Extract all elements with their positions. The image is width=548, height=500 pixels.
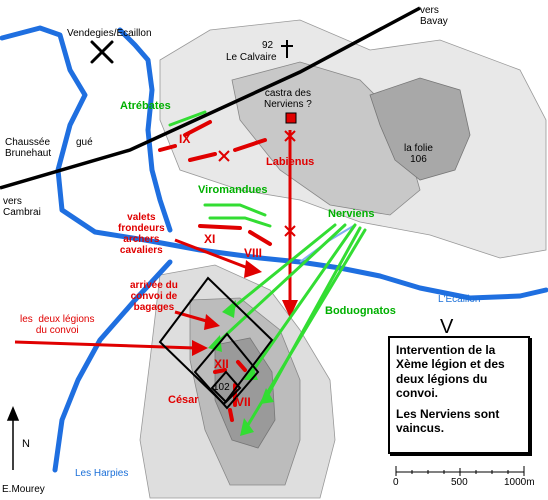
camp-outer — [158, 276, 274, 406]
gaul-arrow-head-1 — [222, 300, 236, 318]
roman-camp — [158, 276, 274, 410]
place-vendegies: Vendegies/Ecaillon — [67, 28, 152, 39]
place-chaussee: Chaussée Brunehaut — [5, 137, 52, 159]
legion-xi-label: XI — [204, 232, 216, 246]
chaussee-brunehaut-road — [0, 6, 421, 190]
scale-end: 1000m — [504, 477, 535, 488]
nerviens-arrow-2 — [213, 223, 347, 347]
nerviens-arrow-1 — [228, 223, 337, 312]
legion-ix-line — [158, 144, 177, 152]
legion-vii-line-2 — [228, 408, 234, 422]
legion-x-line — [188, 152, 217, 162]
legion-xii-line — [213, 368, 227, 374]
legion-ix-line-2 — [183, 120, 212, 137]
place-la-folie: la folie 106 — [404, 143, 433, 165]
legion-vii-label: VII — [236, 395, 251, 409]
place-castra: castra des Nerviens ? — [264, 88, 312, 110]
gaul-arrow-head-4 — [260, 388, 274, 404]
v-mark: V — [440, 316, 454, 338]
labienus-arrow-head — [282, 300, 298, 318]
atrebates-line — [168, 110, 207, 127]
cesar-label: César — [168, 394, 199, 406]
convoi-bagages-label: arrivée du convoi de bagages — [130, 280, 178, 313]
legion-xii-label: XII — [214, 357, 229, 371]
legend-text-2: Les Nerviens sont vaincus. — [396, 406, 500, 435]
river-west — [0, 25, 548, 301]
nerviens-arrow-3 — [248, 223, 357, 377]
valets-label: valets frondeurs archers cavaliers — [118, 212, 165, 256]
valets-arrow-head — [244, 260, 262, 278]
place-calvaire: Le Calvaire — [226, 52, 277, 63]
gaul-arrow-head-5 — [240, 418, 254, 436]
calvaire-altitude: 92 — [262, 40, 274, 51]
place-bavay: vers Bavay — [420, 5, 448, 27]
legion-ix-label: IX — [179, 132, 191, 146]
rivers — [0, 25, 548, 473]
legion-viii-label: VIII — [244, 246, 263, 260]
viromandues-line-2 — [208, 216, 272, 228]
people-nerviens: Nerviens — [328, 208, 375, 220]
terrain-hill-folie — [369, 77, 471, 181]
place-ecaillon: L'Ecaillon — [438, 294, 481, 305]
vendegies-cross-icon — [90, 40, 114, 64]
legend-box: Intervention de la Xème légion et des de… — [388, 336, 530, 454]
convoi-arrow-legions-head — [192, 340, 208, 356]
camp-core — [210, 370, 242, 404]
deux-legions-label: les deux légions du convoi — [20, 314, 95, 336]
people-viromandues: Viromandues — [198, 184, 268, 196]
legion-x-line-2 — [233, 138, 267, 152]
camp-inner — [193, 332, 260, 410]
scale-start: 0 — [393, 477, 399, 488]
river-harpies — [52, 259, 173, 473]
place-gue: gué — [76, 137, 93, 148]
legion-xi-line — [198, 224, 242, 230]
author-credit: E.Mourey — [2, 484, 45, 495]
gaul-arrow-head-2 — [208, 335, 222, 352]
legion-x-crossings — [218, 130, 296, 237]
place-cambrai: vers Cambrai — [3, 196, 41, 218]
valets-arrow — [174, 238, 249, 270]
calvaire-cross-icon — [281, 40, 293, 58]
north-label: N — [22, 438, 30, 450]
castra-marker — [285, 112, 297, 124]
legion-viii-line — [248, 230, 272, 246]
terrain-south-dark — [214, 337, 276, 449]
gaul-movements — [168, 110, 367, 432]
north-arrow-icon — [6, 406, 20, 470]
people-atrebates: Atrébates — [120, 100, 171, 112]
people-boduognatos: Boduognatos — [325, 305, 396, 317]
legend-text-1: Intervention de la Xème légion et des de… — [396, 343, 505, 401]
convoi-arrow-bagages-head — [204, 314, 220, 330]
hill-altitude: 102 — [213, 382, 230, 393]
scale-bar — [395, 466, 525, 476]
labienus-label: Labienus — [266, 156, 315, 168]
scale-mid: 500 — [451, 477, 468, 488]
viromandues-line — [203, 203, 267, 217]
gaul-arrow-heads — [208, 300, 274, 436]
legion-xii-line-2 — [236, 360, 247, 372]
river-stream — [117, 27, 173, 233]
place-harpies: Les Harpies — [75, 468, 129, 479]
